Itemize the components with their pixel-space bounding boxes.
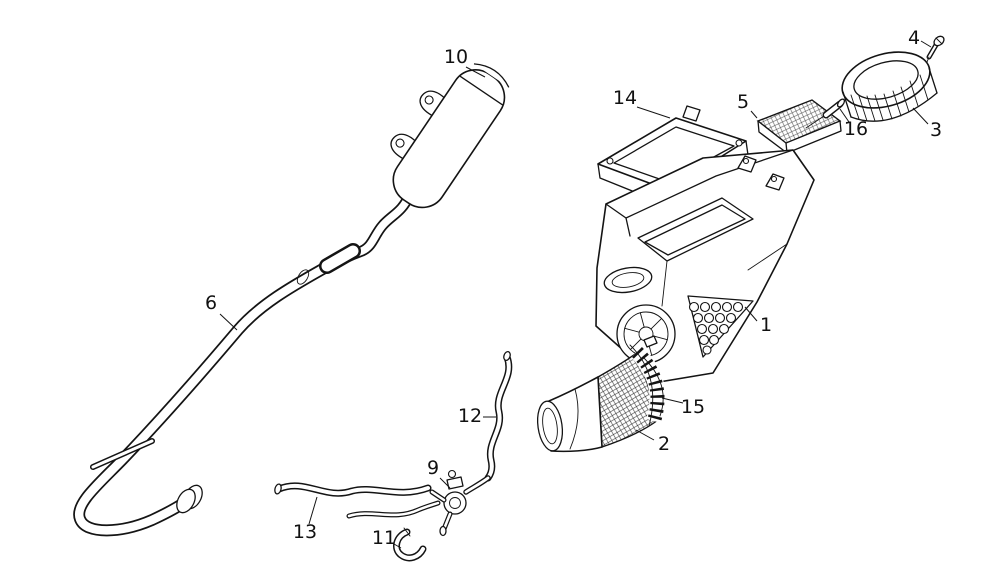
part-filter-pad [756,99,842,154]
lid-tab [682,105,701,122]
pipe-clip [296,269,310,285]
part-exhaust-pipe [73,243,361,537]
leader-line-14 [636,106,671,119]
airbox-top-opening [637,197,754,262]
leader-line-4 [920,40,932,48]
cartridge-pleats [850,74,929,122]
leader-line-15 [661,397,684,404]
part-hose-12 [484,350,513,482]
leader-line-16 [839,108,850,123]
part-label-10: 10 [444,46,468,68]
part-label-3: 3 [930,119,942,141]
part-label-1: 1 [760,314,772,336]
leader-line-1 [744,306,758,322]
part-clamp-ring [629,335,666,427]
part-valve-assembly [429,469,491,537]
perforated-panel [687,295,754,358]
part-label-2: 2 [658,433,670,455]
clamp-screw-tab [643,335,658,348]
part-hose-13 [274,482,432,497]
part-clamp-bracket [393,527,427,562]
part-label-5: 5 [737,91,749,113]
leader-line-13 [308,496,318,525]
part-label-11: 11 [372,527,396,549]
part-label-6: 6 [205,292,217,314]
leader-line-10 [465,66,486,78]
part-label-15: 15 [681,396,705,418]
part-label-4: 4 [908,27,920,49]
part-label-9: 9 [427,457,439,479]
leader-line-3 [912,107,929,125]
part-label-13: 13 [293,521,317,543]
leader-line-11 [393,543,402,549]
part-airbox-lid [597,105,749,208]
leader-line-9 [439,477,451,489]
airbox-boss [737,155,757,173]
leader-line-5 [750,110,758,119]
leader-line-2 [635,429,655,441]
airbox-boss [765,173,785,191]
leader-line-6 [219,313,238,331]
part-label-14: 14 [613,87,637,109]
part-airbox-body [595,149,815,383]
part-label-16: 16 [844,118,868,140]
part-intake-cone [536,351,659,453]
part-screw [926,35,945,63]
part-hose-lower [346,500,441,519]
part-label-12: 12 [458,405,482,427]
